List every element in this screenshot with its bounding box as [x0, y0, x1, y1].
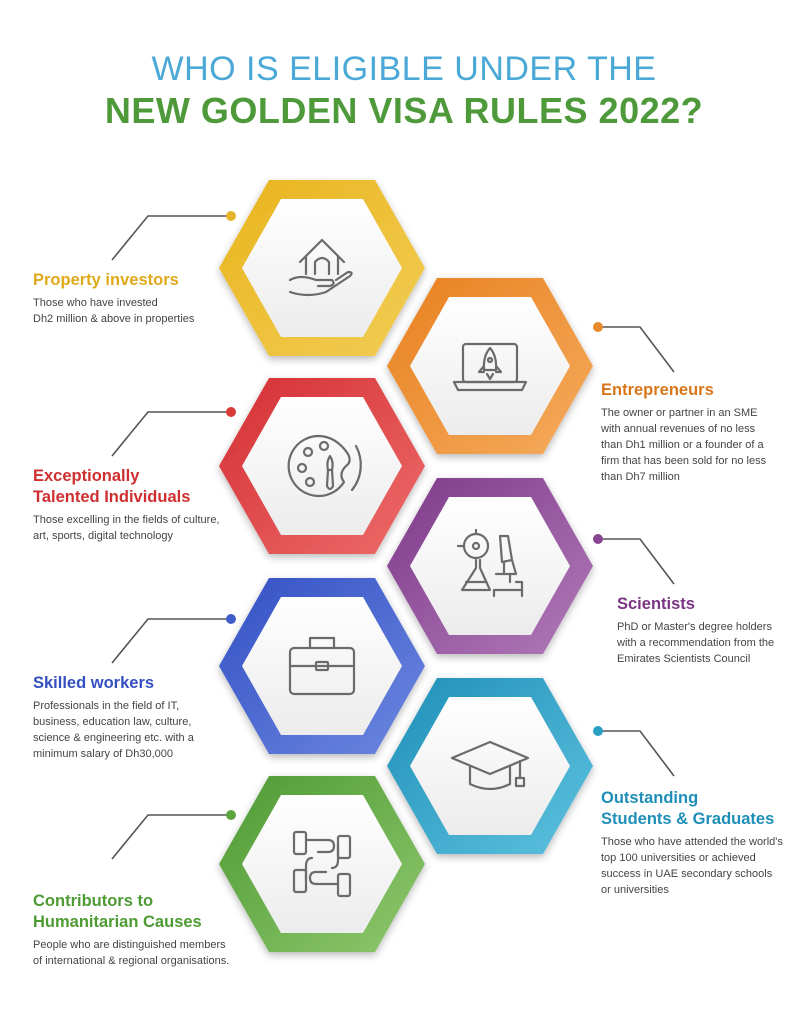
title-line-2: NEW GOLDEN VISA RULES 2022? [104, 90, 704, 131]
label-talented-description: Those excelling in the fields of culture… [33, 514, 220, 542]
dot-skilled [226, 614, 236, 624]
label-property-heading: Property investors [33, 271, 179, 289]
dot-talented [226, 407, 236, 417]
label-skilled-heading: Skilled workers [33, 674, 155, 692]
graduation-cap-icon [450, 740, 530, 791]
hexagon-students [387, 678, 593, 854]
hexagon-talented [219, 378, 425, 554]
connector-scientists [598, 538, 675, 585]
connector-students [598, 730, 675, 777]
palette-brush-icon [287, 434, 362, 498]
label-skilled: Skilled workers Professionals in the fie… [33, 673, 233, 762]
label-skilled-description: Professionals in the field of IT,busines… [33, 700, 194, 760]
dot-students [593, 726, 603, 736]
dot-scientists [593, 534, 603, 544]
hexagon-scientists [387, 478, 593, 654]
hexagon-skilled [219, 578, 425, 754]
connector-dots [226, 211, 603, 820]
label-scientists-heading: Scientists [617, 595, 695, 613]
dot-humanitarian [226, 810, 236, 820]
joined-hands-icon [292, 830, 352, 898]
connector-entrepreneurs [598, 326, 675, 373]
label-entrepreneurs-heading: Entrepreneurs [601, 381, 714, 399]
label-scientists: Scientists PhD or Master's degree holder… [617, 594, 802, 667]
label-entrepreneurs: Entrepreneurs The owner or partner in an… [601, 380, 801, 485]
connector-skilled [111, 618, 231, 664]
hexagon-humanitarian [219, 776, 425, 952]
connector-property [111, 215, 231, 261]
microscope-flask-icon [456, 528, 524, 598]
title-line-1: WHO IS ELIGIBLE UNDER THE [151, 50, 657, 88]
connector-talented [111, 411, 231, 457]
dot-property [226, 211, 236, 221]
label-property: Property investors Those who have invest… [33, 270, 233, 327]
dot-entrepreneurs [593, 322, 603, 332]
rocket-laptop-icon [452, 342, 528, 392]
briefcase-icon [288, 636, 356, 696]
house-in-hand-icon [288, 238, 353, 297]
hexagon-entrepreneurs [387, 278, 593, 454]
hexagon-property [219, 180, 425, 356]
connector-lines [111, 215, 675, 860]
connector-humanitarian [111, 814, 231, 860]
